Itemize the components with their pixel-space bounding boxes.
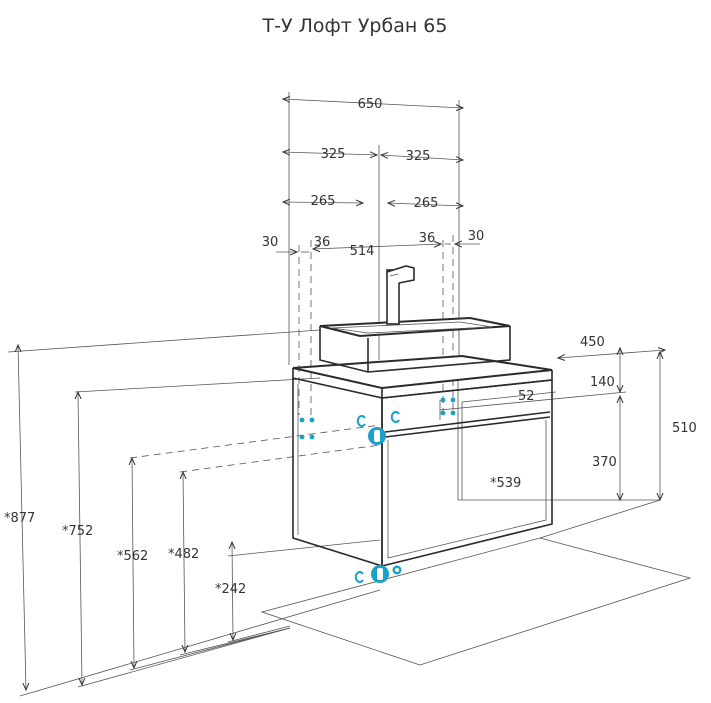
dim-offset-left: 265 xyxy=(311,194,336,209)
dim-h-562: *562 xyxy=(117,549,148,564)
drawing-title: Т-У Лофт Урбан 65 xyxy=(262,15,448,37)
dim-pipe-539: *539 xyxy=(490,476,521,491)
dim-inner-right: 36 xyxy=(419,231,436,246)
dim-top-width: 650 xyxy=(358,97,383,112)
dim-height-510: 510 xyxy=(672,421,697,436)
dimension-lines-right xyxy=(439,348,665,500)
dim-edge-left: 30 xyxy=(262,235,279,250)
dim-h-482: *482 xyxy=(168,547,199,562)
dim-height-370: 370 xyxy=(592,455,617,470)
dim-tap-gap: 514 xyxy=(350,244,375,259)
sink-basin xyxy=(319,316,511,373)
dimension-lines-top xyxy=(276,99,480,252)
cabinet xyxy=(292,354,553,568)
dim-half-left: 325 xyxy=(321,147,346,162)
dim-depth: 450 xyxy=(580,335,605,350)
dim-h-752: *752 xyxy=(62,524,93,539)
dim-offset-right: 265 xyxy=(414,196,439,211)
wall-floor-lines xyxy=(7,329,692,697)
faucet xyxy=(386,265,415,325)
dim-half-right: 325 xyxy=(406,149,431,164)
dim-inner-left: 36 xyxy=(314,235,331,250)
dim-edge-right: 30 xyxy=(468,229,485,244)
dim-drawer-front: 52 xyxy=(518,389,535,404)
dimension-lines-left xyxy=(18,345,233,690)
dim-h-877: *877 xyxy=(4,511,35,526)
dim-depth-140: 140 xyxy=(590,375,615,390)
water-connections xyxy=(299,397,456,583)
dim-h-242: *242 xyxy=(215,582,246,597)
